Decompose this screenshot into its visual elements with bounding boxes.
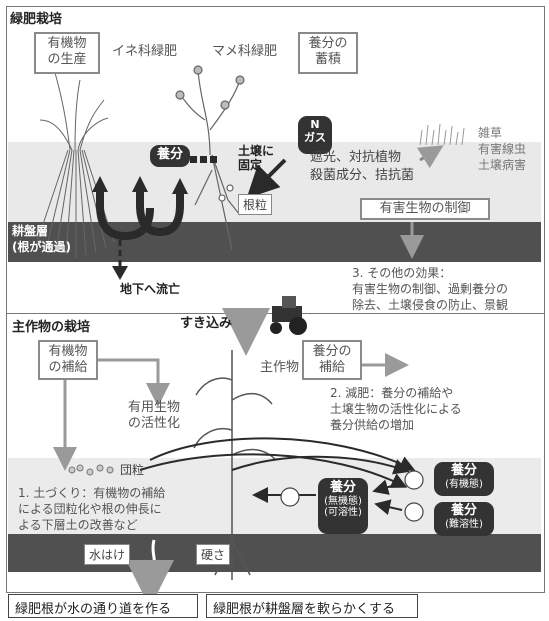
other-effects-line-2: 有害生物の制御、過剰養分の	[352, 282, 509, 296]
label-hardpan: 耕盤層	[12, 224, 49, 238]
aggregate-illustration	[68, 464, 114, 476]
nutrient-badge-insoluble: 養分 (難溶性)	[434, 502, 494, 536]
nutrient-inorganic-sub-2: (可溶性)	[324, 507, 362, 519]
label-main-crop: 主作物	[260, 360, 300, 375]
nutrient-organic-title: 養分	[450, 463, 477, 478]
other-effects-line-3: 除去、土壌侵食の防止、景観	[352, 298, 509, 312]
box-organic-production: 有機物 の生産	[34, 32, 100, 74]
label-soil-disease: 土壌病害	[478, 158, 527, 172]
n-gas-badge: N ガス	[298, 116, 332, 154]
label-legume-green-manure: マメ科緑肥	[212, 44, 278, 59]
reduce-fertilizer-line-1: 2. 減肥：養分の補給や	[330, 386, 454, 400]
box-pest-control: 有害生物の制御	[360, 198, 490, 220]
label-nematodes: 有害線虫	[478, 142, 527, 156]
soil-building-line-1: 1. 土づくり：有機物の補給	[18, 486, 166, 500]
section-title-green-manure: 緑肥栽培	[10, 12, 63, 27]
box-nutrient-supply: 養分の 補給	[302, 340, 362, 380]
footer-soften-hardpan: 緑肥根が耕盤層を軟らかくする	[206, 594, 418, 618]
nutrient-inorganic-title: 養分	[329, 480, 356, 495]
label-antagonist-1: 遮光、対抗植物	[310, 150, 402, 165]
label-grass-green-manure: イネ科緑肥	[112, 44, 178, 59]
nutrient-badge-organic: 養分 (有機態)	[434, 462, 494, 496]
nodule-label: 根粒	[238, 194, 273, 215]
tractor-illustration	[270, 296, 307, 335]
drainage-label: 水はけ	[84, 544, 131, 565]
label-weeds: 雑草	[478, 126, 503, 140]
label-plow-in: すき込み	[180, 316, 233, 331]
aggregate-label: 団粒	[120, 463, 145, 477]
box-nutrient-accumulation: 養分の 蓄積	[298, 32, 358, 74]
nutrient-badge-top: 養分	[150, 145, 190, 167]
label-soil-fixation: 土壌に 固定	[238, 144, 275, 173]
section-title-main-crop: 主作物の栽培	[12, 320, 91, 335]
hardpan-band-top	[8, 222, 541, 262]
nutrient-inorganic-sub-1: (無機態)	[324, 495, 362, 507]
legume-plant-illustration	[175, 65, 245, 251]
soil-building-line-2: による団粒化や根の伸長に	[18, 502, 162, 516]
label-hardpan-note: (根が通過)	[12, 240, 71, 254]
nutrient-insoluble-title: 養分	[450, 503, 477, 518]
nutrient-cycle-arrows	[96, 188, 184, 241]
soil-building-line-3: よる下層土の改善など	[18, 518, 138, 532]
nutrient-badge-inorganic: 養分 (無機態) (可溶性)	[318, 478, 368, 534]
other-effects-title: 3. その他の効果：	[352, 266, 452, 280]
box-organic-supply: 有機物 の補給	[38, 340, 98, 380]
label-leaching: 地下へ流亡	[120, 282, 181, 296]
label-antagonist-2: 殺菌成分、拮抗菌	[310, 168, 415, 183]
reduce-fertilizer-line-2: 土壌生物の活性化による	[330, 402, 462, 416]
weeds-illustration	[419, 123, 465, 146]
microbe-smileys	[280, 470, 424, 522]
nutrient-insoluble-sub: (難溶性)	[445, 518, 483, 530]
nutrient-organic-sub: (有機態)	[445, 478, 483, 490]
reduce-fertilizer-line-3: 養分供給の増加	[330, 418, 415, 432]
grass-plant-illustration	[35, 61, 115, 258]
main-crop-illustration	[193, 350, 277, 580]
hardness-label: 硬さ	[196, 544, 231, 565]
label-beneficial-organisms: 有用生物 の活性化	[128, 400, 181, 431]
footer-water-path: 緑肥根が水の通り道を作る	[8, 594, 198, 618]
